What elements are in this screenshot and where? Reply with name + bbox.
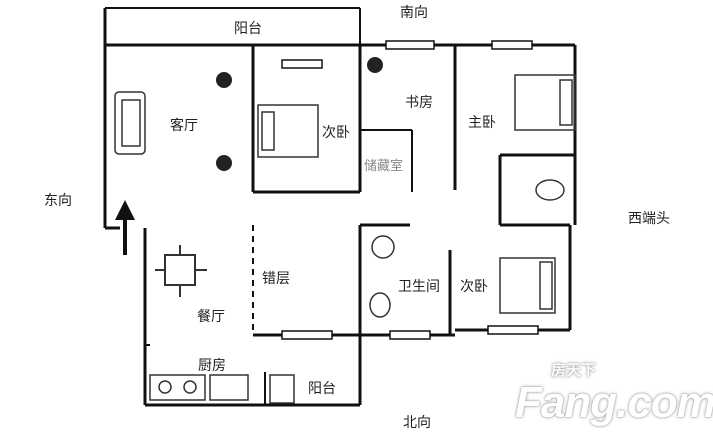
bed-icon <box>257 104 319 158</box>
label-bathroom: 卫生间 <box>398 279 440 295</box>
bed-icon <box>499 257 556 314</box>
label-south: 南向 <box>400 5 428 21</box>
toilet-icon <box>369 292 391 318</box>
window <box>385 40 435 50</box>
washer-icon <box>269 374 295 404</box>
label-balcony-top: 阳台 <box>234 21 262 37</box>
label-second-bedroom-a: 次卧 <box>322 125 350 141</box>
bed-icon <box>514 74 576 131</box>
kitchen-sink-icon <box>209 374 249 401</box>
label-north: 北向 <box>403 415 431 431</box>
label-living-room: 客厅 <box>170 118 198 134</box>
watermark-en: Fang.com <box>515 378 713 427</box>
label-west: 西端头 <box>628 211 670 227</box>
label-master-bedroom: 主卧 <box>468 115 496 131</box>
fang-watermark-logo: 房天下 Fang.com <box>515 362 713 427</box>
sofa-icon <box>114 91 146 155</box>
window <box>487 325 539 335</box>
window <box>281 59 323 69</box>
label-study: 书房 <box>405 95 433 111</box>
window <box>389 330 431 340</box>
label-east: 东向 <box>44 193 72 209</box>
sink-icon <box>371 235 395 259</box>
label-balcony-bottom: 阳台 <box>308 381 336 397</box>
plant-icon <box>216 57 383 171</box>
entrance-arrow-icon <box>115 200 135 255</box>
label-dining-room: 餐厅 <box>197 309 225 325</box>
stove-icon <box>149 374 206 401</box>
watermark-cn: 房天下 <box>551 362 597 379</box>
label-second-bedroom-b: 次卧 <box>460 279 488 295</box>
window <box>281 330 333 340</box>
dining-table-icon <box>155 245 207 297</box>
label-storage: 储藏室 <box>364 159 404 174</box>
label-kitchen: 厨房 <box>198 358 226 374</box>
label-split-level: 错层 <box>262 271 290 287</box>
toilet-icon <box>535 179 565 201</box>
window <box>491 40 533 50</box>
